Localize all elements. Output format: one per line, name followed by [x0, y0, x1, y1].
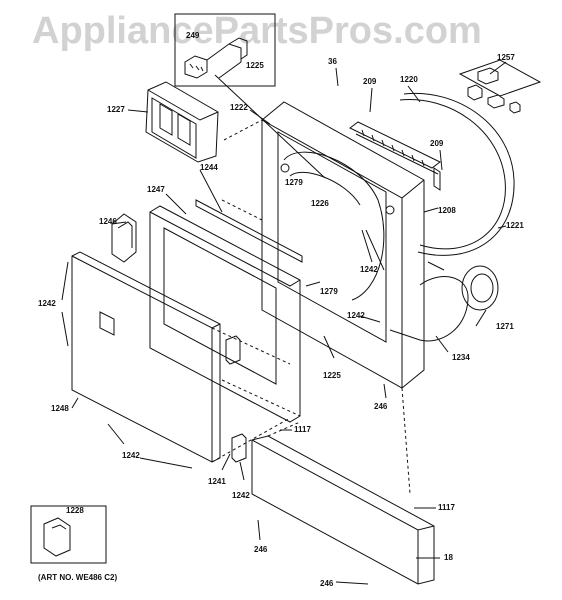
part-1222-front-panel	[261, 101, 425, 389]
part-label-1117-top: 1117	[294, 425, 311, 434]
part-label-1117-bottom: 1117	[438, 503, 455, 512]
part-1257-thermostat	[458, 59, 542, 114]
part-label-1221: 1221	[506, 221, 524, 230]
part-label-1228: 1228	[66, 506, 84, 515]
part-label-1226: 1226	[311, 199, 329, 208]
part-label-1271: 1271	[496, 322, 514, 331]
part-label-1257: 1257	[497, 53, 515, 62]
part-label-246-lower: 246	[254, 545, 268, 554]
art-number-caption: (ART NO. WE486 C2)	[38, 573, 118, 582]
part-label-246-bottom: 246	[320, 579, 334, 588]
part-label-1242-bottom-left: 1242	[122, 451, 140, 460]
part-1234-duct	[389, 261, 469, 342]
part-label-1241: 1241	[208, 477, 226, 486]
part-label-209-top: 209	[363, 77, 377, 86]
part-label-1242-mid: 1242	[347, 311, 365, 320]
part-label-1242-duct: 1242	[360, 265, 378, 274]
leader-249-to-1226	[214, 74, 326, 179]
part-label-246-mid: 246	[374, 402, 388, 411]
part-label-1225-top: 1225	[246, 61, 264, 70]
part-label-1247: 1247	[147, 185, 165, 194]
part-label-1225-bottom: 1225	[323, 371, 341, 380]
part-label-1279-mid: 1279	[320, 287, 338, 296]
part-1220-duct	[399, 92, 515, 256]
part-label-1208: 1208	[438, 206, 456, 215]
part-18-toe-kick	[251, 435, 435, 585]
part-label-1220: 1220	[400, 75, 418, 84]
part-1227-filter	[145, 81, 219, 163]
part-1208-heater	[349, 121, 441, 191]
hinge-lower	[231, 433, 247, 463]
part-label-1222: 1222	[230, 103, 248, 112]
part-1244-inner-door	[149, 199, 303, 423]
part-label-1242-left: 1242	[38, 299, 56, 308]
inset-box-top	[174, 13, 276, 87]
part-label-1279-top: 1279	[285, 178, 303, 187]
part-label-36: 36	[328, 57, 337, 66]
watermark-logo: AppliancePartsPros.com	[32, 10, 482, 52]
part-label-1227: 1227	[107, 105, 125, 114]
part-label-1248: 1248	[51, 404, 69, 413]
part-1248-door-outer	[71, 251, 221, 463]
hinge-upper	[225, 335, 241, 365]
part-1228-bracket	[43, 517, 71, 557]
part-label-249: 249	[186, 31, 200, 40]
inset-box-bottom	[30, 505, 107, 564]
part-249-connector	[184, 37, 248, 79]
part-label-1244: 1244	[200, 163, 218, 172]
part-label-18: 18	[444, 553, 453, 562]
part-label-1246: 1246	[99, 217, 117, 226]
part-1271-ring	[461, 265, 499, 311]
part-1246-handle	[111, 213, 137, 263]
part-label-209-right: 209	[430, 139, 444, 148]
alignment-dashes	[211, 119, 411, 495]
part-label-1242-bottom: 1242	[232, 491, 250, 500]
part-label-1234: 1234	[452, 353, 470, 362]
